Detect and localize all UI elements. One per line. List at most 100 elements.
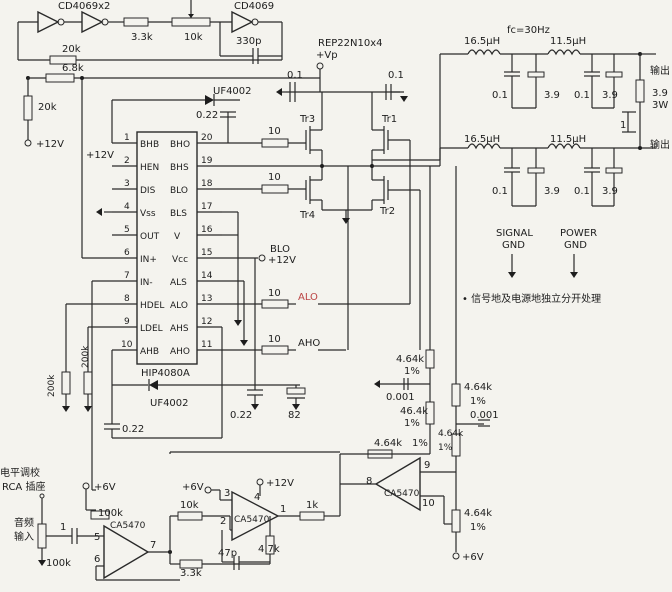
- tr3-label: Tr3: [299, 114, 315, 125]
- v12-terminal-b: [256, 478, 264, 486]
- pin-num-5: 5: [124, 225, 130, 235]
- pin-num-10: 10: [121, 340, 133, 350]
- pin-num-12: 12: [201, 317, 212, 327]
- r-46-4k-pct: 1%: [404, 418, 420, 429]
- cap-01-f2-label: 0.1: [574, 90, 590, 101]
- pin-name-out: OUT: [140, 232, 160, 242]
- r-100k-bias-label: 100k: [98, 508, 123, 519]
- resistor-20k-b: [23, 95, 33, 121]
- potentiometer-100k-input[interactable]: [37, 523, 47, 549]
- v12-vcc-terminal: [258, 254, 266, 262]
- v12-hen-label: +12V: [86, 150, 114, 161]
- cd4069x2-label: CD4069x2: [58, 1, 110, 12]
- l-11-5uh-bot-label: 11.5μH: [550, 134, 586, 145]
- v6-right-label: +6V: [462, 552, 484, 563]
- out-top-label: 输出: [650, 64, 670, 77]
- cap-022-top-label: 0.22: [196, 110, 218, 121]
- cap-01-f3-label: 0.1: [492, 186, 508, 197]
- out-bot-label: 输出: [650, 138, 670, 151]
- r-3-3k-label: 3.3k: [131, 32, 153, 43]
- opamp-ca5470-sum: [231, 490, 280, 542]
- cap-3-9-f1: [527, 71, 545, 78]
- cd4069-label: CD4069: [234, 1, 274, 12]
- resistor-100k-bias: [90, 510, 110, 520]
- r-10-alo-label: 10: [268, 288, 281, 299]
- rca-jack-label: RCA 插座: [2, 480, 45, 493]
- resistor-3-3k-top: [123, 17, 149, 27]
- cap-01-bridge-b: 0.1: [388, 70, 404, 81]
- r-200k-a-label: 200k: [47, 374, 57, 397]
- resistor-3-9-load: [635, 79, 645, 103]
- pin-name-ldel: LDEL: [140, 324, 163, 334]
- power-gnd-arrow-icon: [570, 272, 578, 278]
- cap-3-9-f2-label: 3.9: [602, 90, 618, 101]
- alo-node-label: ALO: [298, 292, 318, 303]
- v12-b-label: +12V: [266, 478, 294, 489]
- r-3-3k-input-label: 3.3k: [180, 568, 202, 579]
- inverter-gate-1: [37, 10, 60, 34]
- resistor-4-64k-d: [451, 383, 461, 407]
- feedback-network: 4.64k 1% 0.001 46.4k 1% 4.64k 1% 4.64k 1…: [169, 166, 499, 563]
- pin-name-in-minus: IN-: [140, 278, 153, 288]
- power-gnd-label-1: POWER: [560, 228, 597, 239]
- ca5470-sum-pin4: 4: [254, 492, 260, 503]
- r-4-64k-d-pct: 1%: [470, 396, 486, 407]
- pin-name-vcc: Vcc: [172, 255, 188, 265]
- audio-input-label-2: 输入: [14, 530, 34, 543]
- power-gnd-label-2: GND: [564, 240, 587, 251]
- cap-01-f4-label: 0.1: [574, 186, 590, 197]
- pin-name-bho: BHO: [170, 140, 190, 150]
- pin-num-20: 20: [201, 133, 213, 143]
- load-3-9-label: 3.9: [652, 88, 668, 99]
- pin-num-18: 18: [201, 179, 213, 189]
- resistor-200k-a: [61, 371, 71, 395]
- hip4080a-driver: HIP4080A 1 BHB 2 HEN 3 DIS 4 Vss 5 OUT: [47, 86, 410, 491]
- cap-330p-label: 330p: [236, 36, 261, 47]
- signal-gnd-label-1: SIGNAL: [496, 228, 533, 239]
- pin-num-7: 7: [124, 271, 130, 281]
- pot-10k-label: 10k: [184, 32, 203, 43]
- r-10-bho-label: 10: [268, 126, 281, 137]
- r-10-blo-label: 10: [268, 172, 281, 183]
- cap-01-bridge-a: 0.1: [287, 70, 303, 81]
- r-10k-sum-label: 10k: [180, 500, 199, 511]
- inductor-11-5uh-bottom: [547, 143, 581, 150]
- l-16-5uh-top-label: 16.5μH: [464, 36, 500, 47]
- l-16-5uh-bot-label: 16.5μH: [464, 134, 500, 145]
- pin-name-dis: DIS: [140, 186, 156, 196]
- pin-num-13: 13: [201, 294, 212, 304]
- cap-0-001-a-label: 0.001: [386, 392, 415, 403]
- r-4-64k-f-pct: 1%: [470, 522, 486, 533]
- v6-terminal-b: [204, 486, 212, 494]
- pin-num-11: 11: [201, 340, 212, 350]
- resistor-10-aho: [261, 345, 289, 355]
- pin-num-16: 16: [201, 225, 213, 235]
- resistor-10-bho: [261, 138, 289, 148]
- tr2-label: Tr2: [379, 206, 395, 217]
- inverter-gate-3: [231, 10, 254, 34]
- pin-name-vss: Vss: [140, 209, 156, 219]
- r-4-64k-e-label: 4.64k: [438, 429, 464, 439]
- pin-num-15: 15: [201, 248, 212, 258]
- fc-label: fc=30Hz: [507, 25, 550, 36]
- r-20k-a-label: 20k: [62, 44, 81, 55]
- pin-name-bhb: BHB: [140, 140, 159, 150]
- pin-name-ahb: AHB: [140, 347, 159, 357]
- tr4-label: Tr4: [299, 210, 315, 221]
- resistor-4-64k-f: [451, 509, 461, 533]
- uf4002-top-label: UF4002: [213, 86, 252, 97]
- ground-note-text: • 信号地及电源地独立分开处理: [462, 292, 601, 305]
- cap-3-9-f3: [527, 167, 545, 174]
- pin-name-in-plus: IN+: [140, 255, 157, 265]
- r-6-8k-label: 6.8k: [62, 63, 84, 74]
- r-4-64k-d-label: 4.64k: [464, 382, 492, 393]
- r-4-64k-c-pct: 1%: [412, 438, 428, 449]
- pin-num-19: 19: [201, 156, 213, 166]
- rca-input-jack[interactable]: [39, 493, 45, 499]
- resistor-200k-b: [83, 371, 93, 395]
- v6-a-label: +6V: [94, 482, 116, 493]
- inverter-gate-2: [81, 10, 104, 34]
- r-4-64k-a-pct: 1%: [404, 366, 420, 377]
- rep22n10x4-label: REP22N10x4: [318, 38, 383, 49]
